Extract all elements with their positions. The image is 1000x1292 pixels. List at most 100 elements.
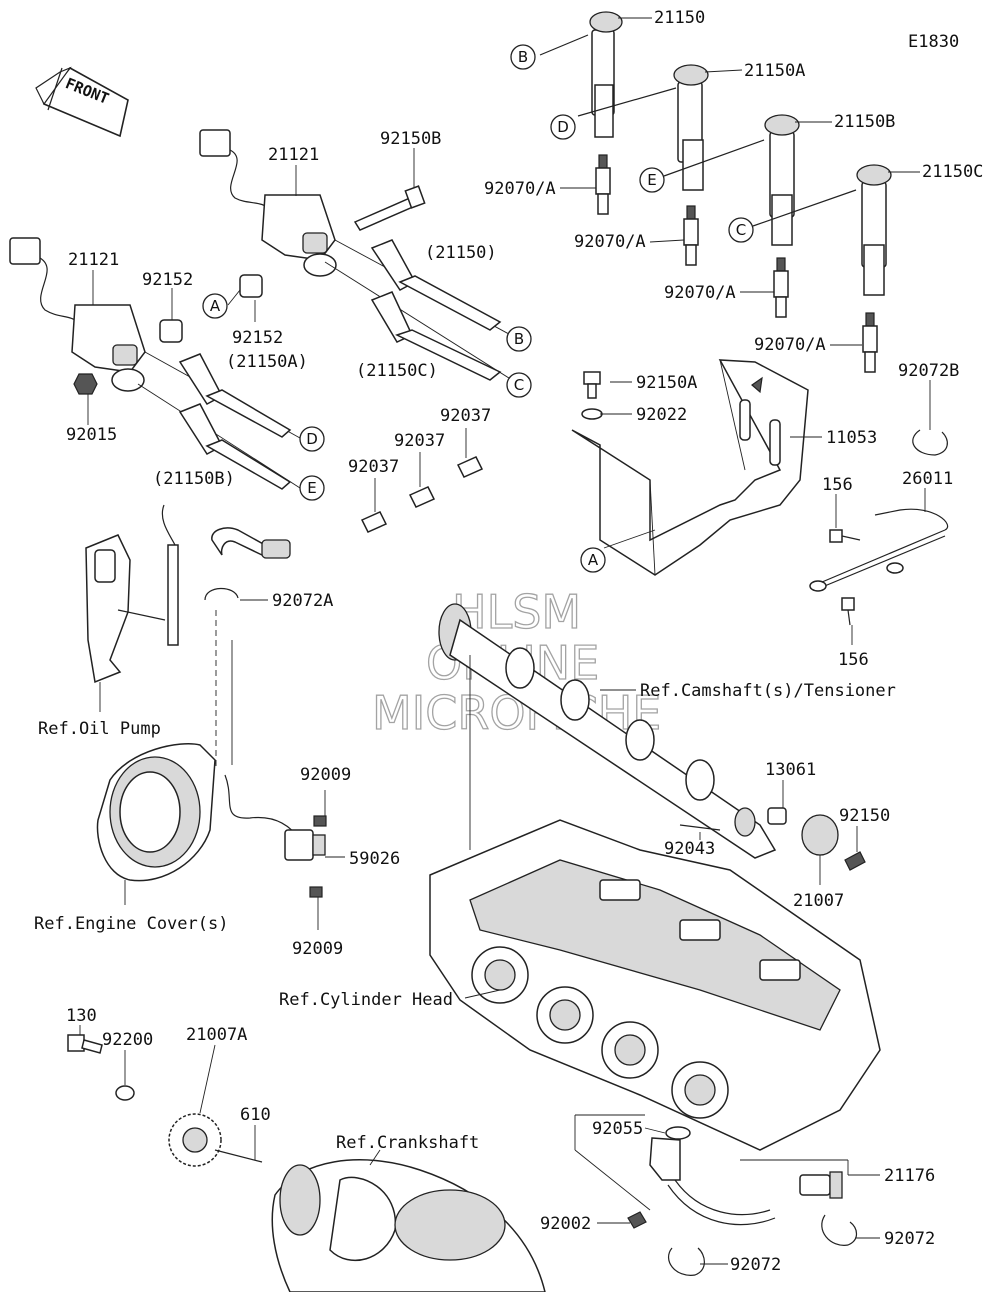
- svg-text:C: C: [514, 376, 524, 394]
- ground-cable-26011: [809, 508, 948, 592]
- bracket-11053: [571, 359, 809, 576]
- sensor-harness: [211, 527, 291, 559]
- washer-92200: [115, 1085, 135, 1101]
- callout-B-top: B: [510, 44, 536, 70]
- label-92150A: 92150A: [636, 373, 697, 393]
- clamp-92037-2: [408, 486, 436, 508]
- label-ref-cylinder-head: Ref.Cylinder Head: [279, 990, 453, 1010]
- boot-21150A: [178, 353, 292, 438]
- spark-plug-cap-21150B: [663, 114, 800, 246]
- gear-21007A: [168, 1113, 222, 1167]
- label-92022: 92022: [636, 405, 687, 425]
- label-21121-left: 21121: [68, 250, 119, 270]
- label-92009-bot: 92009: [292, 939, 343, 959]
- bolt-156-top: [829, 529, 861, 543]
- label-92072-right: 92072: [884, 1229, 935, 1249]
- camshaft: [438, 603, 777, 859]
- ignition-coil-left: [9, 237, 301, 489]
- boot-21150C: [370, 291, 502, 381]
- label-156-bot: 156: [838, 650, 869, 670]
- svg-text:B: B: [514, 330, 524, 348]
- bolt-92150: [844, 851, 866, 871]
- label-92070A-4: 92070/A: [754, 335, 826, 355]
- label-92002: 92002: [540, 1214, 591, 1234]
- label-92072B: 92072B: [898, 361, 959, 381]
- svg-text:D: D: [557, 118, 569, 136]
- label-92037-1: 92037: [440, 406, 491, 426]
- label-21176: 21176: [884, 1166, 935, 1186]
- label-92037-3: 92037: [348, 457, 399, 477]
- bolt-92150A: [583, 371, 601, 399]
- svg-text:E: E: [647, 171, 656, 189]
- label-92152-top: 92152: [142, 270, 193, 290]
- label-92043: 92043: [664, 839, 715, 859]
- label-92055: 92055: [592, 1119, 643, 1139]
- label-156-top: 156: [822, 475, 853, 495]
- svg-text:C: C: [736, 221, 746, 239]
- leader-lines: [79, 17, 931, 1265]
- spark-plug-1: [595, 154, 611, 215]
- clamp-92037-1: [456, 456, 484, 478]
- clip-92072-bot: [667, 1247, 705, 1276]
- label-92152-bot: 92152: [232, 328, 283, 348]
- label-21150B: 21150B: [834, 112, 895, 132]
- label-92015: 92015: [66, 425, 117, 445]
- spark-plug-cap-21150A: [577, 64, 709, 191]
- sensor-21176: [649, 1137, 843, 1226]
- clamp-92037-3: [360, 511, 388, 533]
- label-13061: 13061: [765, 760, 816, 780]
- label-21007: 21007: [793, 891, 844, 911]
- spark-plug-4: [862, 312, 878, 373]
- label-21150C-paren: (21150C): [356, 361, 438, 381]
- bolt-156-bot: [841, 597, 855, 626]
- label-ref-oil-pump: Ref.Oil Pump: [38, 719, 161, 739]
- pin-610: [214, 1149, 263, 1163]
- crankshaft: [271, 1159, 546, 1292]
- label-92070A-3: 92070/A: [664, 283, 736, 303]
- oil-pump-plate: [85, 534, 166, 684]
- label-21150: 21150: [654, 8, 705, 28]
- label-26011: 26011: [902, 469, 953, 489]
- bolt-130: [67, 1034, 103, 1054]
- svg-text:E: E: [307, 479, 316, 497]
- label-21121-top: 21121: [268, 145, 319, 165]
- label-21150A: 21150A: [744, 61, 805, 81]
- label-21150C: 21150C: [922, 162, 983, 182]
- spark-plug-2: [683, 205, 699, 266]
- label-92150: 92150: [839, 806, 890, 826]
- callout-D-top: D: [550, 114, 576, 140]
- callout-D-left: D: [299, 426, 325, 452]
- nut-92015: [73, 373, 98, 395]
- diagram-code: E1830: [908, 32, 959, 52]
- label-92070A-2: 92070/A: [574, 232, 646, 252]
- label-21150-paren: (21150): [425, 243, 497, 263]
- label-92072A: 92072A: [272, 591, 333, 611]
- callout-A-bracket: A: [580, 547, 606, 573]
- bolt-92150B: [353, 185, 426, 231]
- svg-text:D: D: [306, 430, 318, 448]
- label-92070A-1: 92070/A: [484, 179, 556, 199]
- collar-92152-left: [159, 319, 183, 343]
- label-21007A: 21007A: [186, 1025, 247, 1045]
- svg-text:A: A: [588, 551, 599, 569]
- o-ring-92055: [665, 1126, 691, 1140]
- callout-B-right: B: [506, 326, 532, 352]
- cylinder-head: [429, 819, 881, 1151]
- label-11053: 11053: [826, 428, 877, 448]
- label-92150B: 92150B: [380, 129, 441, 149]
- callout-E-left: E: [299, 475, 325, 501]
- label-92037-2: 92037: [394, 431, 445, 451]
- label-92072-bot: 92072: [730, 1255, 781, 1275]
- label-ref-crankshaft: Ref.Crankshaft: [336, 1133, 479, 1153]
- boot-21150B: [178, 403, 292, 490]
- ignition-coil-top: [199, 129, 521, 386]
- label-21150B-paren: (21150B): [153, 469, 235, 489]
- bolt-92002: [627, 1211, 647, 1229]
- callout-C-right: C: [506, 372, 532, 398]
- dipstick: [161, 504, 179, 646]
- sensor-plate-21007: [801, 814, 839, 856]
- label-59026: 59026: [349, 849, 400, 869]
- svg-text:A: A: [210, 297, 221, 315]
